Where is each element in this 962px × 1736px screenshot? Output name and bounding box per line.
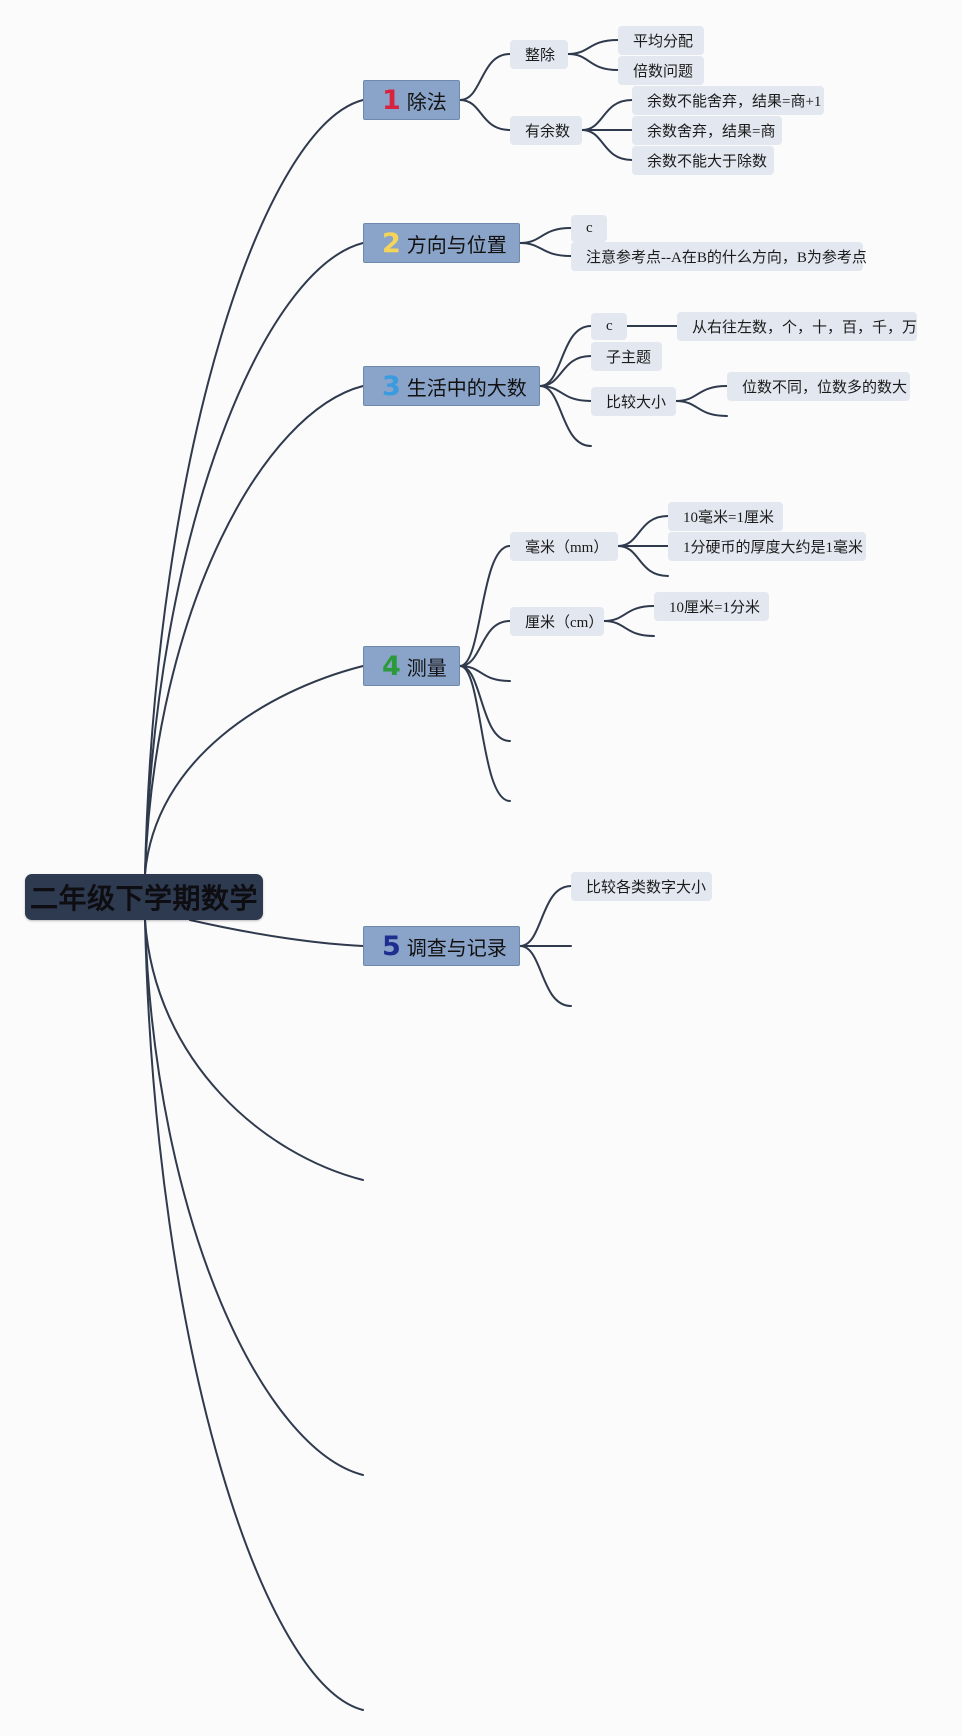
subtopic-label: c: [606, 318, 613, 334]
connector-line: [519, 227, 572, 244]
connector-line: [617, 515, 669, 547]
connector-line: [459, 545, 511, 667]
connector-line: [603, 605, 655, 622]
leaf-label: 10毫米=1厘米: [683, 510, 774, 526]
connector-line: [189, 919, 364, 947]
subtopic-4-1[interactable]: 毫米（mm）: [510, 532, 618, 561]
connector-line: [539, 385, 592, 447]
connector-line: [603, 620, 655, 637]
subtopic-1-1[interactable]: 整除: [510, 40, 568, 69]
connector-line: [581, 129, 633, 161]
connector-line: [567, 39, 619, 55]
connector-line: [144, 665, 364, 875]
connector-line: [144, 919, 364, 1181]
subtopic-3-3[interactable]: 比较大小: [591, 387, 676, 416]
subtopic-4-2[interactable]: 厘米（cm）: [510, 607, 604, 636]
leaf-3-1-1[interactable]: 从右往左数，个，十，百，千，万: [677, 312, 917, 341]
subtopic-label: 子主题: [606, 350, 652, 366]
subtopic-2-1[interactable]: c: [571, 215, 607, 242]
topic-2[interactable]: 2 方向与位置: [363, 223, 520, 263]
number-1-icon: 1: [382, 84, 401, 116]
connector-line: [459, 665, 511, 742]
leaf-label: 位数不同，位数多的数大: [742, 380, 908, 396]
topic-3-label: 生活中的大数: [406, 375, 527, 400]
connector-line: [567, 53, 619, 71]
topic-5[interactable]: 5 调查与记录: [363, 926, 520, 966]
topic-4[interactable]: 4 测量: [363, 646, 460, 686]
connector-line: [144, 919, 364, 1711]
subtopic-label: 比较各类数字大小: [586, 880, 707, 896]
connector-line: [459, 665, 511, 682]
leaf-label: 从右往左数，个，十，百，千，万: [692, 320, 918, 336]
subtopic-3-2[interactable]: 子主题: [591, 342, 662, 371]
leaf-1-2-1[interactable]: 余数不能舍弃，结果=商+1: [632, 86, 824, 115]
connector-line: [144, 385, 364, 875]
topic-4-label: 测量: [406, 655, 447, 680]
subtopic-1-2[interactable]: 有余数: [510, 116, 582, 145]
topic-2-label: 方向与位置: [406, 232, 507, 257]
subtopic-3-1[interactable]: c: [591, 313, 627, 340]
leaf-1-2-2[interactable]: 余数舍弃，结果=商: [632, 116, 782, 145]
connector-line: [459, 620, 511, 667]
connector-line: [144, 99, 364, 875]
leaf-1-2-3[interactable]: 余数不能大于除数: [632, 146, 774, 175]
connector-line: [617, 545, 669, 577]
subtopic-label: 注意参考点--A在B的什么方向，B为参考点: [586, 250, 867, 266]
leaf-label: 余数舍弃，结果=商: [647, 124, 776, 140]
connector-line: [459, 665, 511, 802]
connector-line: [675, 385, 728, 402]
topic-1-label: 除法: [406, 89, 447, 114]
subtopic-label: 整除: [525, 48, 556, 64]
subtopic-label: 比较大小: [606, 395, 667, 411]
leaf-3-3-1[interactable]: 位数不同，位数多的数大: [727, 372, 910, 401]
leaf-label: 10厘米=1分米: [669, 600, 760, 616]
topic-1[interactable]: 1 除法: [363, 80, 460, 120]
connector-line: [519, 885, 572, 947]
number-5-icon: 5: [382, 930, 401, 962]
connector-line: [519, 945, 572, 1007]
leaf-1-1-2[interactable]: 倍数问题: [618, 56, 704, 85]
connector-line: [459, 99, 511, 131]
number-2-icon: 2: [382, 227, 401, 259]
connector-line: [519, 242, 572, 257]
leaf-label: 余数不能舍弃，结果=商+1: [647, 94, 822, 110]
subtopic-5-1[interactable]: 比较各类数字大小: [571, 872, 712, 901]
connector-line: [539, 355, 592, 387]
connector-line: [459, 53, 511, 101]
root-topic[interactable]: 二年级下学期数学: [25, 874, 263, 920]
subtopic-label: 有余数: [525, 124, 571, 140]
topic-5-label: 调查与记录: [406, 935, 507, 960]
leaf-label: 余数不能大于除数: [647, 154, 768, 170]
number-4-icon: 4: [382, 650, 401, 682]
root-topic-label: 二年级下学期数学: [29, 883, 258, 914]
leaf-label: 1分硬币的厚度大约是1毫米: [683, 540, 864, 556]
number-3-icon: 3: [382, 370, 401, 402]
leaf-4-1-2[interactable]: 1分硬币的厚度大约是1毫米: [668, 532, 866, 561]
connector-line: [539, 325, 592, 387]
subtopic-label: 厘米（cm）: [525, 615, 604, 631]
leaf-label: 平均分配: [633, 34, 694, 50]
leaf-4-1-1[interactable]: 10毫米=1厘米: [668, 502, 783, 531]
leaf-1-1-1[interactable]: 平均分配: [618, 26, 704, 55]
leaf-4-2-1[interactable]: 10厘米=1分米: [654, 592, 769, 621]
subtopic-label: 毫米（mm）: [525, 540, 609, 556]
leaf-label: 倍数问题: [633, 64, 694, 80]
connector-line: [581, 99, 633, 131]
connector-line: [144, 242, 364, 875]
connector-line: [675, 400, 728, 417]
subtopic-label: c: [586, 220, 593, 236]
topic-3[interactable]: 3 生活中的大数: [363, 366, 540, 406]
connector-line: [144, 919, 364, 1476]
subtopic-2-2[interactable]: 注意参考点--A在B的什么方向，B为参考点: [571, 242, 867, 271]
